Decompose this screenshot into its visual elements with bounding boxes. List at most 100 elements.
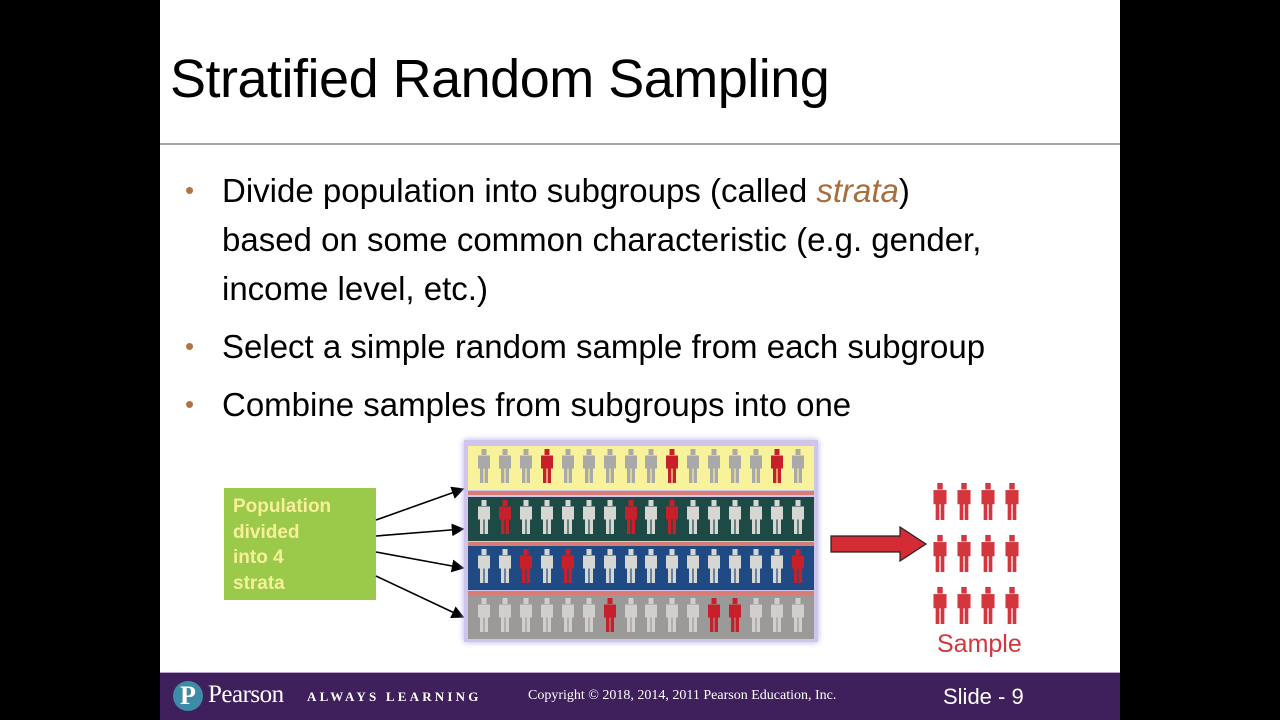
bullet-text: Divide population into subgroups (called (222, 172, 817, 209)
person-icon (707, 448, 721, 488)
title-divider (160, 143, 1120, 145)
person-icon (707, 597, 721, 637)
stratum-1 (468, 446, 814, 490)
person-icon (749, 448, 763, 488)
sample-person-icon (978, 587, 1002, 629)
right-arrow-icon (830, 526, 928, 562)
stratum-4 (468, 595, 814, 639)
person-icon (665, 499, 679, 539)
person-icon (749, 597, 763, 637)
person-icon (686, 448, 700, 488)
person-icon (791, 597, 805, 637)
footer: P Pearson ALWAYS LEARNING Copyright © 20… (160, 672, 1120, 720)
person-icon (665, 548, 679, 588)
sample-person-icon (954, 483, 978, 525)
slide-title: Stratified Random Sampling (170, 49, 830, 109)
person-icon (519, 448, 533, 488)
logo-glyph: P (180, 681, 196, 710)
slide: Stratified Random Sampling • Divide popu… (160, 0, 1120, 720)
sample-person-icon (1002, 483, 1026, 525)
label-line: into 4 (233, 547, 284, 568)
person-icon (603, 548, 617, 588)
person-icon (728, 597, 742, 637)
person-icon (540, 597, 554, 637)
person-icon (644, 499, 658, 539)
bullet-text: income level, etc.) (222, 270, 488, 307)
person-icon (686, 499, 700, 539)
person-icon (498, 597, 512, 637)
person-icon (603, 499, 617, 539)
person-icon (519, 499, 533, 539)
label-line: Population (233, 496, 332, 517)
bullet-text: ) (898, 172, 910, 209)
person-icon (770, 597, 784, 637)
person-icon (707, 499, 721, 539)
label-line: divided (233, 521, 300, 543)
person-icon (791, 548, 805, 588)
person-icon (477, 597, 491, 637)
sample-figures (930, 483, 1026, 629)
tagline: ALWAYS LEARNING (307, 689, 482, 704)
person-icon (519, 597, 533, 637)
person-icon (540, 499, 554, 539)
person-icon (791, 499, 805, 539)
copyright: Copyright © 2018, 2014, 2011 Pearson Edu… (528, 688, 837, 703)
bullet-item: • Divide population into subgroups (call… (185, 166, 1105, 313)
stratum-divider (468, 591, 814, 595)
person-icon (728, 448, 742, 488)
person-icon (770, 448, 784, 488)
sample-person-icon (930, 483, 954, 525)
stratum-divider (468, 542, 814, 546)
person-icon (644, 448, 658, 488)
person-icon (624, 548, 638, 588)
bullet-text: based on some common characteristic (e.g… (222, 221, 982, 258)
bullet-item: • Combine samples from subgroups into on… (185, 380, 1105, 429)
person-icon (686, 548, 700, 588)
brand-name: Pearson (208, 681, 284, 708)
emphasis-strata: strata (816, 172, 899, 209)
stratum-3 (468, 546, 814, 590)
stratum-divider (468, 491, 814, 495)
slide-number: Slide - 9 (943, 684, 1024, 709)
person-icon (477, 499, 491, 539)
person-icon (582, 448, 596, 488)
bullet-dot-icon: • (185, 389, 195, 419)
person-icon (624, 499, 638, 539)
person-icon (644, 548, 658, 588)
person-icon (749, 548, 763, 588)
person-icon (540, 548, 554, 588)
person-icon (728, 499, 742, 539)
label-line: strata (233, 572, 285, 594)
person-icon (477, 448, 491, 488)
person-icon (519, 548, 533, 588)
person-icon (582, 597, 596, 637)
sample-person-icon (954, 587, 978, 629)
person-icon (728, 548, 742, 588)
person-icon (770, 499, 784, 539)
person-icon (707, 548, 721, 588)
sample-person-icon (1002, 535, 1026, 577)
bullet-dot-icon: • (185, 175, 195, 205)
person-icon (582, 499, 596, 539)
strata-arrows-icon (375, 486, 465, 619)
person-icon (644, 597, 658, 637)
person-icon (686, 597, 700, 637)
person-icon (603, 597, 617, 637)
person-icon (477, 548, 491, 588)
bullet-item: • Select a simple random sample from eac… (185, 322, 1105, 371)
sample-person-icon (930, 535, 954, 577)
bullet-dot-icon: • (185, 331, 195, 361)
sample-person-icon (954, 535, 978, 577)
stratum-2 (468, 497, 814, 541)
pearson-logo-icon: P (173, 681, 203, 711)
person-icon (665, 448, 679, 488)
sample-person-icon (978, 535, 1002, 577)
bullet-text: Select a simple random sample from each … (222, 328, 986, 365)
person-icon (624, 448, 638, 488)
person-icon (561, 597, 575, 637)
bullet-list: • Divide population into subgroups (call… (185, 166, 1105, 438)
person-icon (582, 548, 596, 588)
sample-label: Sample (937, 630, 1022, 658)
person-icon (770, 548, 784, 588)
person-icon (561, 548, 575, 588)
